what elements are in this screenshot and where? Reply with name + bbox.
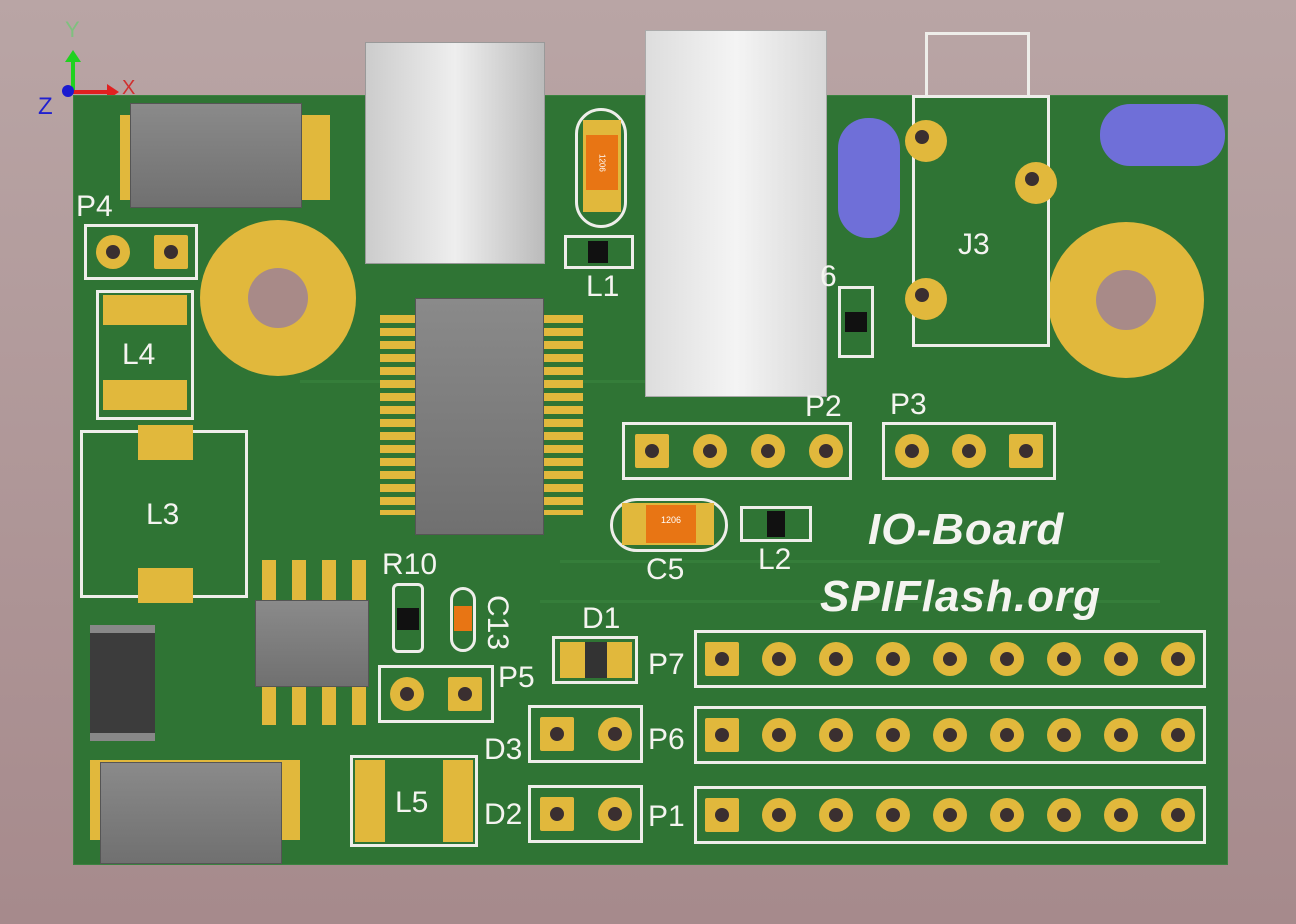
- header-pin: [762, 798, 796, 832]
- c5-capacitor: 1206: [646, 505, 696, 543]
- label-l5: L5: [395, 786, 429, 819]
- label-p7: P7: [648, 648, 685, 681]
- l1-inductor: [588, 241, 608, 263]
- header-pin: [693, 434, 727, 468]
- z-axis-dot: [62, 85, 74, 97]
- header-p5: [378, 665, 494, 723]
- label-d1: D1: [582, 602, 621, 635]
- header-p3: [882, 422, 1056, 480]
- label-p3: P3: [890, 388, 927, 421]
- label-l2: L2: [758, 543, 792, 576]
- header-d2: [528, 785, 643, 843]
- label-c13: C13: [481, 595, 514, 651]
- label-p6: P6: [648, 723, 685, 756]
- z-axis-label: Z: [38, 93, 53, 120]
- header-pin: [1104, 718, 1138, 752]
- l2-inductor: [767, 511, 785, 537]
- header-pin: [819, 798, 853, 832]
- header-pin: [933, 798, 967, 832]
- header-pin: [705, 798, 739, 832]
- x-axis-label: X: [122, 77, 136, 99]
- board-title: IO-Board: [868, 505, 1065, 554]
- diode-component: [90, 625, 155, 741]
- header-pin: [1009, 434, 1043, 468]
- header-pin: [990, 642, 1024, 676]
- label-d2: D2: [484, 798, 523, 831]
- header-pin: [933, 718, 967, 752]
- header-pin: [751, 434, 785, 468]
- header-pin: [1161, 718, 1195, 752]
- header-pin: [1047, 718, 1081, 752]
- label-p1: P1: [648, 800, 685, 833]
- header-pin: [705, 642, 739, 676]
- c13-capacitor: [454, 606, 472, 631]
- regulator-component: [130, 103, 302, 208]
- label-p2: P2: [805, 390, 842, 423]
- header-p6: [694, 706, 1206, 764]
- header-pin: [705, 718, 739, 752]
- header-pin: [598, 717, 632, 751]
- header-pin: [990, 798, 1024, 832]
- header-pin: [876, 718, 910, 752]
- header-pin: [819, 718, 853, 752]
- label-d3: D3: [484, 733, 523, 766]
- header-p2: [622, 422, 852, 480]
- header-p4: [84, 224, 198, 280]
- y-axis-arrow: [71, 57, 75, 93]
- header-pin: [1047, 642, 1081, 676]
- header-pin: [762, 718, 796, 752]
- regulator-component: [100, 762, 282, 864]
- c6-component: [845, 312, 867, 332]
- header-d3: [528, 705, 643, 763]
- label-c6: 6: [820, 260, 837, 293]
- ic-chip: [415, 298, 544, 535]
- header-pin: [448, 677, 482, 711]
- label-l3: L3: [146, 498, 180, 531]
- header-pin: [390, 677, 424, 711]
- header-pin: [96, 235, 130, 269]
- header-pin: [876, 798, 910, 832]
- header-pin: [1161, 798, 1195, 832]
- label-c5: C5: [646, 553, 685, 586]
- header-pin: [762, 642, 796, 676]
- blue-capacitor: [838, 118, 900, 238]
- soic-chip: [255, 600, 369, 687]
- d1-diode: [585, 642, 607, 678]
- usb-connector: [365, 42, 545, 264]
- header-pin: [876, 642, 910, 676]
- header-pin: [1047, 798, 1081, 832]
- label-l1: L1: [586, 270, 620, 303]
- header-pin: [933, 642, 967, 676]
- blue-capacitor: [1100, 104, 1225, 166]
- capacitor-1206: 1206: [586, 135, 618, 190]
- label-p5: P5: [498, 661, 535, 694]
- header-pin: [809, 434, 843, 468]
- label-p4: P4: [76, 190, 113, 223]
- header-pin: [819, 642, 853, 676]
- label-j3: J3: [958, 228, 990, 261]
- board-subtitle: SPIFlash.org: [820, 572, 1101, 621]
- header-pin: [952, 434, 986, 468]
- header-p1: [694, 786, 1206, 844]
- y-axis-label: Y: [65, 17, 80, 42]
- r10-resistor: [397, 608, 419, 630]
- header-pin: [154, 235, 188, 269]
- j3-jack: [912, 95, 1050, 347]
- x-axis-arrow: [73, 90, 109, 94]
- header-pin: [895, 434, 929, 468]
- header-pin: [540, 717, 574, 751]
- header-p7: [694, 630, 1206, 688]
- header-pin: [540, 797, 574, 831]
- header-pin: [598, 797, 632, 831]
- label-l4: L4: [122, 338, 156, 371]
- header-pin: [1104, 642, 1138, 676]
- header-pin: [635, 434, 669, 468]
- connector-housing: [645, 30, 827, 397]
- header-pin: [990, 718, 1024, 752]
- header-pin: [1161, 642, 1195, 676]
- label-r10: R10: [382, 548, 438, 581]
- header-pin: [1104, 798, 1138, 832]
